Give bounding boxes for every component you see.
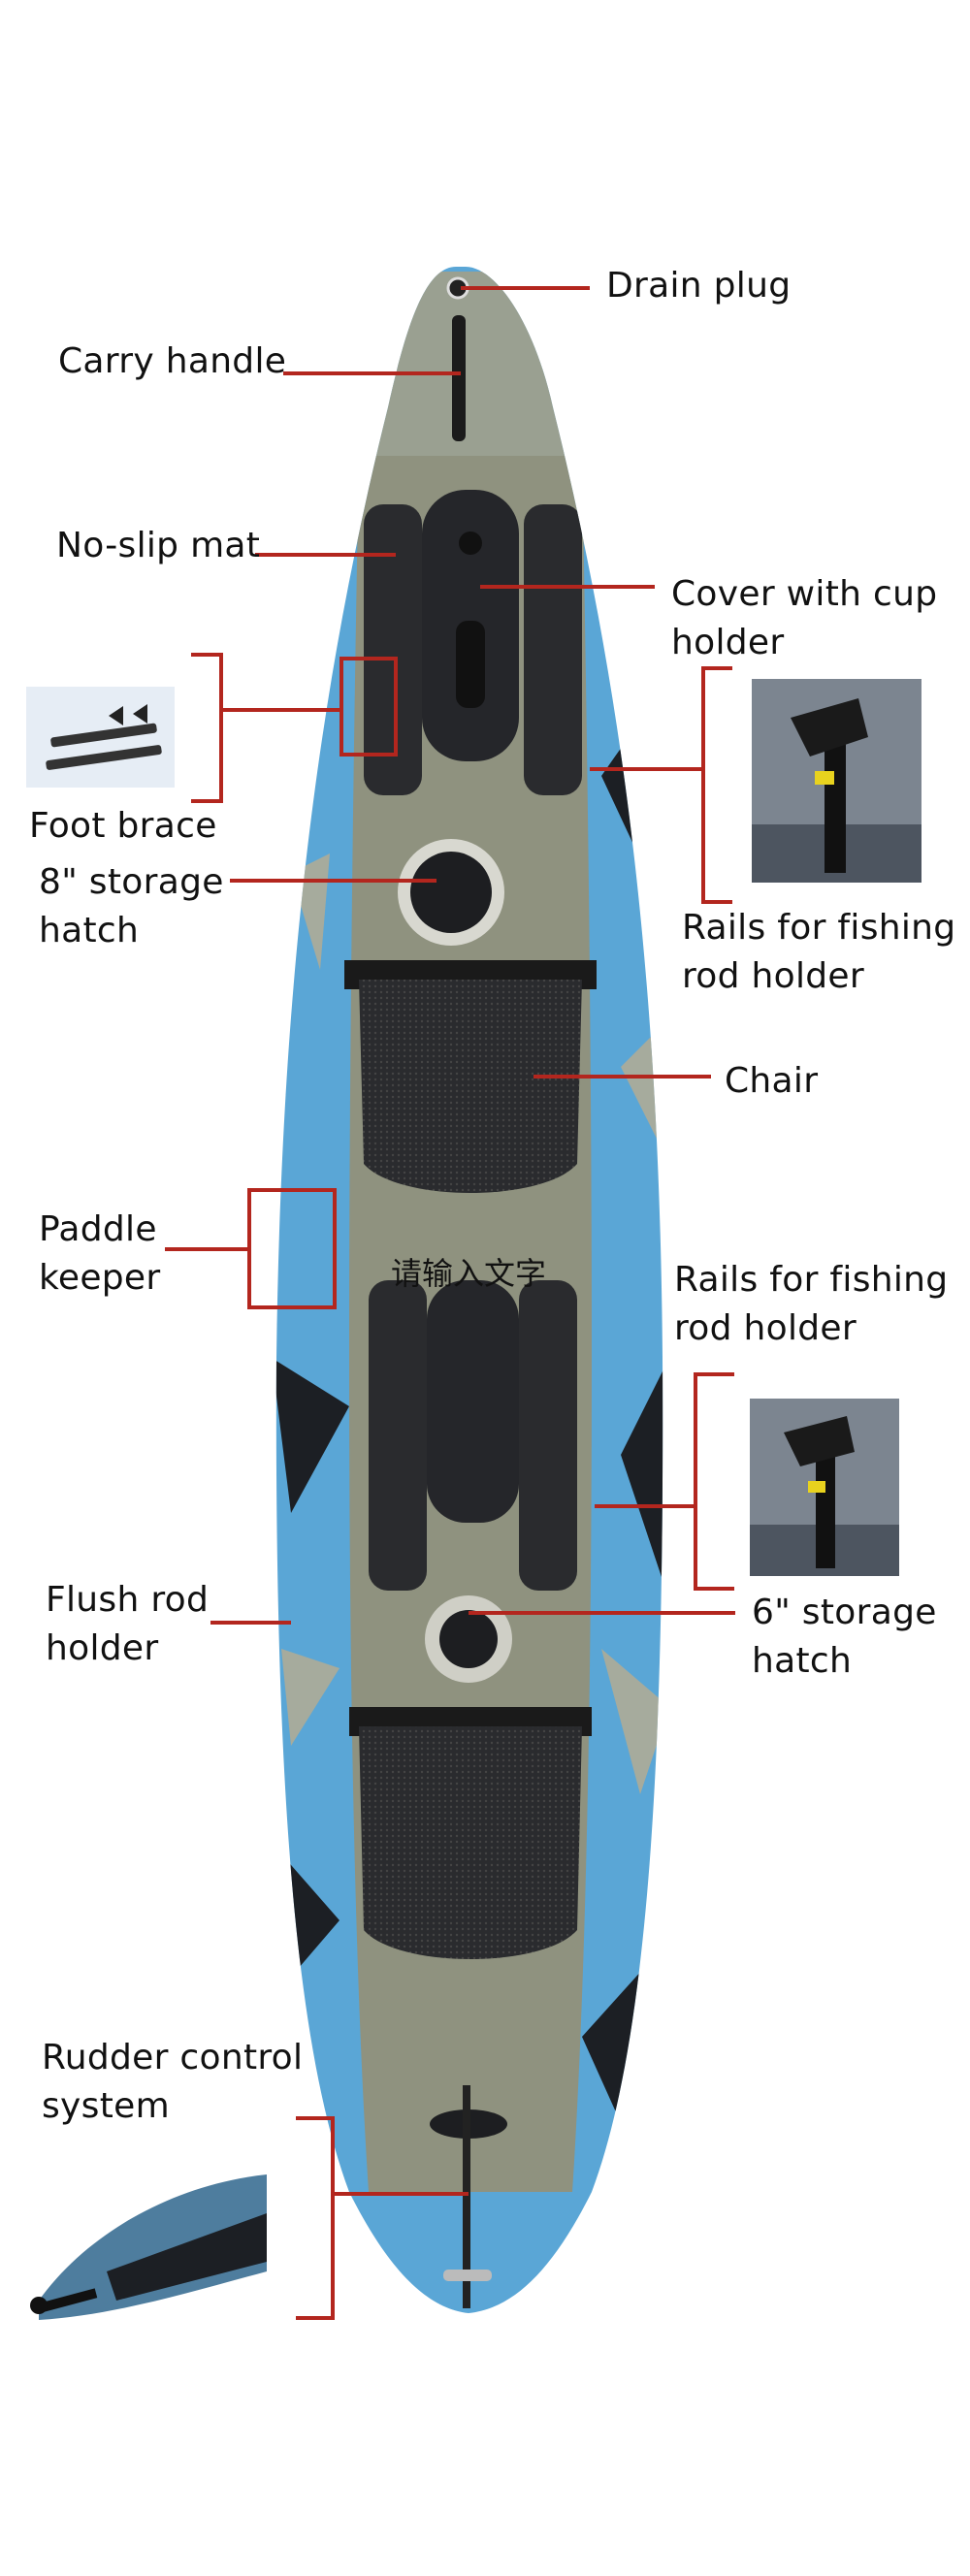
label-line: 6" storage: [752, 1593, 937, 1632]
label-line: system: [42, 2086, 170, 2126]
label-carry-handle: Carry handle: [58, 341, 287, 381]
rails-1-bracket-bottom: [703, 900, 732, 904]
rails-1-line: [590, 767, 703, 771]
rudder-bracket-top: [296, 2116, 335, 2120]
label-line: Rails for fishing: [674, 1260, 949, 1300]
label-flush-rod-holder: Flush rod holder: [46, 1576, 209, 1673]
label-rails-2: Rails for fishing rod holder: [674, 1256, 948, 1353]
cover-cup-holder-line: [480, 585, 655, 589]
label-foot-brace: Foot brace: [29, 806, 217, 846]
paddle-keeper-highlight: [247, 1188, 337, 1309]
label-line: holder: [46, 1628, 159, 1668]
carry-handle-line: [283, 371, 461, 375]
foot-brace-bracket-bottom: [191, 799, 220, 803]
drain-plug-line: [461, 286, 590, 290]
chair-line: [534, 1075, 711, 1079]
label-6in-storage-hatch: 6" storage hatch: [752, 1589, 937, 1686]
rails-1-bracket: [701, 666, 705, 904]
rails-1-bracket-top: [703, 666, 732, 670]
rails-2-bracket-bottom: [695, 1587, 734, 1591]
rails-thumbnail-2: [750, 1399, 899, 1576]
label-paddle-keeper: Paddle keeper: [39, 1206, 160, 1303]
label-line: Paddle: [39, 1209, 157, 1249]
rails-2-bracket-top: [695, 1372, 734, 1376]
label-8in-storage-hatch: 8" storage hatch: [39, 858, 224, 955]
label-rudder-control: Rudder control system: [42, 2034, 303, 2131]
rails-2-bracket: [694, 1372, 697, 1591]
label-line: 8" storage: [39, 862, 224, 902]
hatch-6-line: [469, 1611, 735, 1615]
label-line: rod holder: [674, 1308, 857, 1348]
paddle-keeper-line: [165, 1247, 247, 1251]
foot-brace-bracket: [219, 653, 223, 803]
rails-thumbnail-1: [752, 679, 922, 883]
label-line: Cover with cup: [671, 574, 938, 614]
label-drain-plug: Drain plug: [606, 266, 792, 306]
no-slip-mat-line: [255, 553, 396, 557]
label-line: Flush rod: [46, 1580, 210, 1620]
label-chair: Chair: [725, 1061, 819, 1101]
label-cover-cup-holder: Cover with cup holder: [671, 570, 937, 667]
placeholder-text: 请输入文字: [391, 1255, 547, 1292]
label-line: hatch: [39, 911, 140, 950]
label-no-slip-mat: No-slip mat: [56, 526, 261, 565]
rudder-thumbnail: [29, 2174, 267, 2328]
label-line: Rudder control: [42, 2038, 304, 2077]
rudder-line: [335, 2192, 469, 2196]
flush-rod-line: [210, 1621, 291, 1625]
hatch-8-line: [230, 879, 436, 883]
rudder-bracket: [331, 2116, 335, 2320]
label-line: Rails for fishing: [682, 908, 956, 948]
rails-2-line: [595, 1504, 695, 1508]
foot-brace-bracket-top: [191, 653, 220, 657]
label-line: rod holder: [682, 956, 864, 996]
label-line: hatch: [752, 1641, 853, 1681]
label-line: holder: [671, 623, 785, 662]
foot-brace-thumbnail: [26, 687, 175, 788]
label-line: keeper: [39, 1258, 161, 1298]
foot-brace-highlight: [340, 657, 398, 757]
label-rails-1: Rails for fishing rod holder: [682, 904, 955, 1001]
rudder-bracket-bottom: [296, 2316, 335, 2320]
foot-brace-line: [221, 708, 342, 712]
